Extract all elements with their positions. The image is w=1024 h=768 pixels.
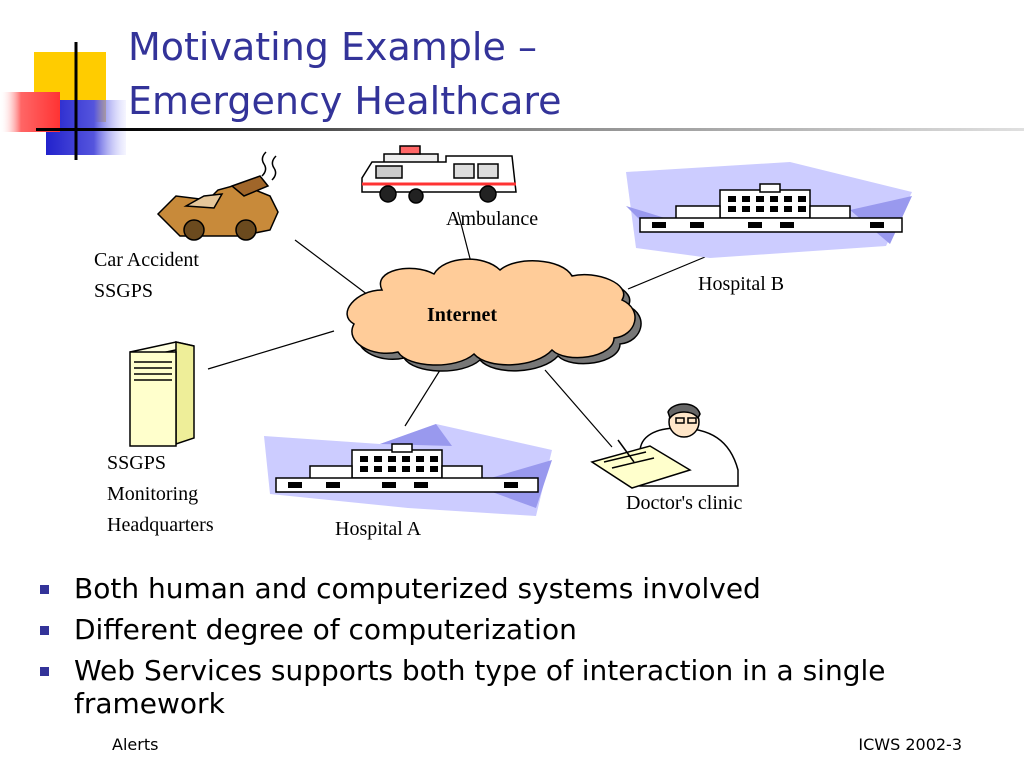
- bullet-item: Different degree of computerization: [38, 613, 998, 646]
- title-divider: [36, 128, 1024, 131]
- bullet-square-icon: [40, 585, 49, 594]
- corner-decoration: [0, 42, 126, 160]
- deco-red-square: [0, 92, 60, 132]
- footer-right: ICWS 2002-3: [858, 735, 962, 754]
- internet-label: Internet: [427, 304, 497, 326]
- bullet-list: Both human and computerized systems invo…: [38, 572, 998, 728]
- bullet-square-icon: [40, 626, 49, 635]
- label-doctors-clinic: Doctor's clinic: [626, 488, 742, 519]
- ambulance-label: Ambulance: [446, 208, 539, 230]
- car-accident-icon: [156, 151, 279, 241]
- car-accident-label-line2: SSGPS: [94, 280, 153, 302]
- label-hospital-a: Hospital A: [335, 514, 421, 545]
- label-car-accident: Car Accident SSGPS: [94, 245, 199, 307]
- internet-cloud: [346, 258, 642, 372]
- link-hospital-b: [627, 256, 706, 290]
- ambulance-icon: [361, 145, 517, 204]
- bullet-item: Web Services supports both type of inter…: [38, 654, 998, 720]
- bullet-text: Both human and computerized systems invo…: [74, 572, 761, 605]
- slide-title: Motivating Example – Emergency Healthcar…: [128, 20, 562, 128]
- label-ssgps-hq: SSGPS Monitoring Headquarters: [107, 448, 214, 541]
- hospital-a-label: Hospital A: [335, 518, 422, 540]
- bullet-text: Different degree of computerization: [74, 613, 577, 646]
- title-line-1: Motivating Example –: [128, 25, 537, 69]
- link-doctors-clinic: [544, 369, 613, 448]
- car-accident-label-line1: Car Accident: [94, 249, 199, 271]
- doctors-clinic-label: Doctor's clinic: [626, 492, 743, 514]
- bullet-item: Both human and computerized systems invo…: [38, 572, 998, 605]
- network-diagram: Internet: [129, 145, 912, 516]
- server-icon: [129, 341, 195, 447]
- label-hospital-b: Hospital B: [698, 269, 784, 300]
- link-hospital-a: [404, 366, 443, 427]
- title-line-2: Emergency Healthcare: [128, 79, 562, 123]
- doctor-icon: [590, 403, 739, 489]
- bullet-square-icon: [40, 667, 49, 676]
- label-ambulance: Ambulance: [446, 204, 538, 235]
- hospital-b-label: Hospital B: [698, 273, 785, 295]
- ssgps-hq-label-line2: Monitoring: [107, 483, 199, 505]
- hospital-b-icon: [626, 162, 912, 258]
- bullet-text: Web Services supports both type of inter…: [74, 654, 886, 720]
- ssgps-hq-label-line1: SSGPS: [107, 452, 166, 474]
- ssgps-hq-label-line3: Headquarters: [107, 514, 214, 536]
- link-ssgps-hq: [207, 330, 335, 370]
- hospital-a-icon: [264, 424, 552, 516]
- link-car-accident: [294, 239, 373, 299]
- footer-left: Alerts: [112, 735, 159, 754]
